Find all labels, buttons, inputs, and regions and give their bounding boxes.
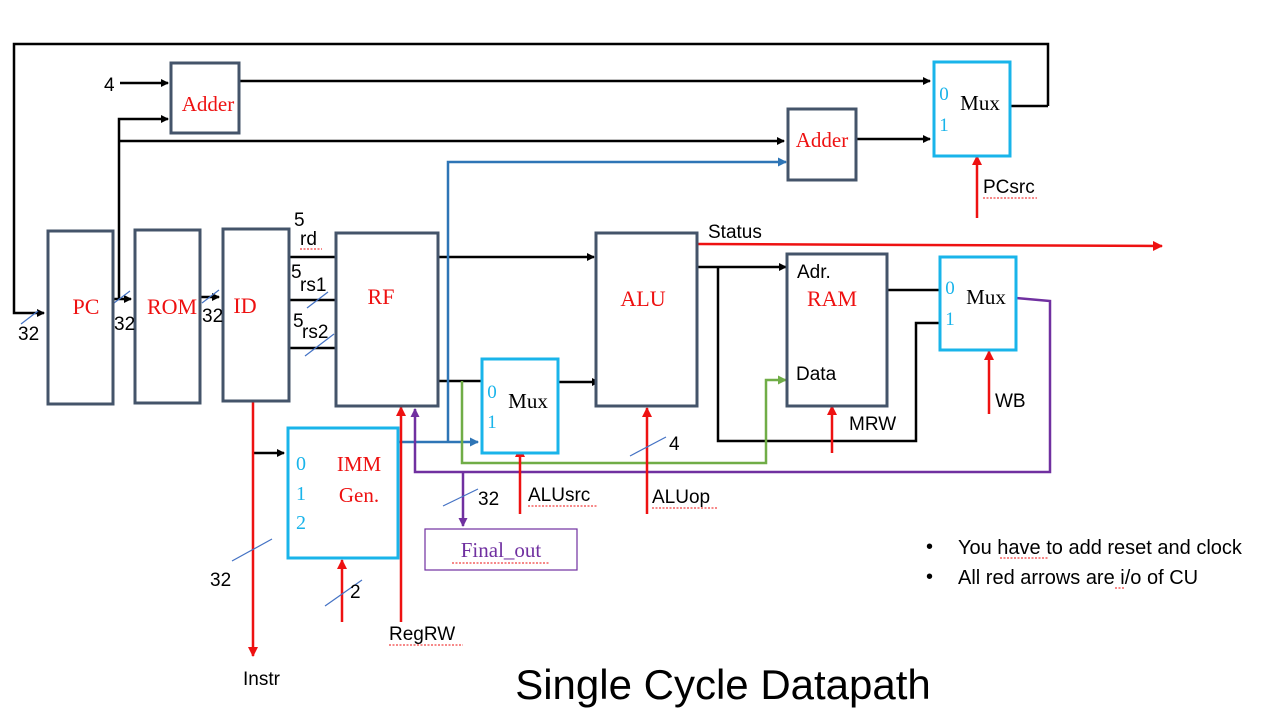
note-bullet-2: • [926,566,933,588]
alusrc-label: ALUsrc [528,485,590,506]
ram-label: RAM [807,286,857,311]
imm-gen-block: IMM Gen. 0 1 2 [286,426,400,560]
page-title: Single Cycle Datapath [515,661,931,708]
id-label: ID [233,293,256,318]
ram-data-label: Data [796,364,837,385]
ram-adr-label: Adr. [797,262,831,283]
blue-bus [398,157,787,447]
rom-label: ROM [147,294,197,319]
note-1: You have to add reset and clock [958,537,1243,559]
rs2-label: rs2 [302,322,328,343]
width-ticks [20,289,667,607]
adder2-label: Adder [796,128,848,152]
pcsrc-label: PCsrc [983,177,1035,198]
spellcheck-underlines [300,197,1125,646]
note-bullet-1: • [926,536,933,558]
alu-block: ALU [594,231,699,408]
pc-out-width: 32 [114,314,135,335]
rf-label: RF [368,284,395,309]
rd-label: rd [300,229,317,250]
pc-mux-in1: 1 [939,115,949,136]
aluop-width: 4 [669,434,680,455]
alu-mux-in0: 0 [487,382,497,403]
regrw-label: RegRW [389,624,455,645]
wb-label: WB [995,391,1026,412]
imm-in-2: 2 [296,512,306,534]
notes: • You have to add reset and clock • All … [926,536,1243,589]
control-arrows [248,155,1163,657]
imm-out-width: 32 [478,489,499,510]
black-wires [12,42,1050,457]
final-out-label: Final_out [461,538,542,562]
rs1-label: rs1 [300,275,326,296]
rom-out-width: 32 [202,306,223,327]
instr-width: 32 [210,570,231,591]
pc-block: PC [46,229,115,406]
aluop-label: ALUop [652,487,710,508]
pc-in-width: 32 [18,324,39,345]
alu-mux-label: Mux [508,389,548,413]
adder2-block: Adder [786,107,858,182]
alu-mux: Mux 0 1 [480,357,560,455]
pc-mux: Mux 0 1 [932,60,1012,158]
imm-label-1: IMM [337,452,382,476]
imm-in-1: 1 [296,483,306,505]
imm-in-0: 0 [296,453,306,475]
rs1-width: 5 [291,262,302,283]
final-out-box: Final_out [424,528,578,571]
rf-block: RF [334,231,440,408]
wb-mux-in0: 0 [945,278,955,299]
mrw-label: MRW [849,414,896,435]
wb-mux-label: Mux [966,285,1006,309]
rom-block: ROM [133,228,202,405]
imm-label-2: Gen. [339,483,379,507]
pc-label: PC [73,294,100,319]
pc-mux-in0: 0 [939,84,949,105]
const-4-label: 4 [104,75,115,96]
green-bus [460,375,787,465]
labels: 4 32 32 32 5 rd 5 rs1 5 rs2 PCsrc Status… [18,75,1035,690]
adder1-block: Adder [169,61,241,135]
instr-label: Instr [243,669,281,690]
rs2-width: 5 [293,311,304,332]
ram-block: Adr. RAM Data [785,252,889,408]
rd-width: 5 [294,210,305,231]
purple-bus [410,296,1052,527]
pc-mux-label: Mux [960,91,1000,115]
imm-sel-width: 2 [350,582,361,603]
wb-mux-in1: 1 [945,309,955,330]
note-2: All red arrows are i/o of CU [958,567,1198,589]
alu-mux-in1: 1 [487,412,497,433]
status-label: Status [708,222,762,243]
alu-label: ALU [620,286,665,311]
id-block: ID [221,227,291,403]
wb-mux: Mux 0 1 [938,255,1018,352]
adder1-label: Adder [182,92,234,116]
